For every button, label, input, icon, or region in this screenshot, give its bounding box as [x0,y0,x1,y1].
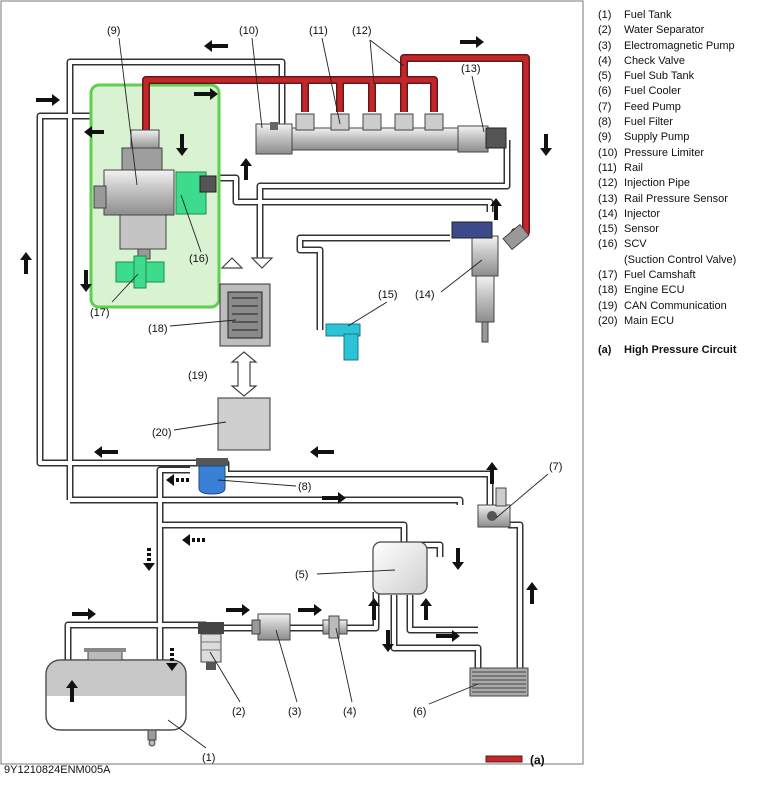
legend-item-5: (5)Fuel Sub Tank [598,70,695,83]
callout-14: (14) [415,289,435,301]
low-pressure-lines [36,58,524,690]
fuel-camshaft [115,255,165,289]
callout-7: (7) [549,461,562,473]
legend-item-13: (13)Rail Pressure Sensor [598,192,728,205]
common-rail [255,113,507,155]
callout-12: (12) [352,25,372,37]
legend-item-8: (8)Fuel Filter [598,116,673,129]
legend-item-16-sub: (Suction Control Valve) [624,253,737,266]
check-valve [322,615,348,639]
leader-lines [111,37,549,749]
fuel-tank [45,648,187,747]
flow-arrows [20,36,552,702]
callout-2: (2) [232,706,245,718]
feed-pump [477,487,511,528]
callout-5: (5) [295,569,308,581]
legend-item-20: (20)Main ECU [598,314,675,327]
legend-item-10: (10)Pressure Limiter [598,146,705,159]
ecu-signal-arrows [220,257,274,269]
callout-13: (13) [461,63,481,75]
legend-item-9: (9)Supply Pump [598,131,690,144]
electromagnetic-pump [251,613,291,641]
legend-item-3: (3)Electromagnetic Pump [598,39,735,52]
legend-item-high-pressure: (a)High Pressure Circuit [598,344,737,357]
fuel-sub-tank [372,541,428,595]
callout-1: (1) [202,752,215,764]
engine-ecu [219,283,271,347]
legend-item-2: (2)Water Separator [598,24,705,37]
callout-20: (20) [152,427,172,439]
dotted-flow-arrows [143,474,205,671]
supply-pump [93,129,175,260]
callout-11: (11) [309,25,328,37]
figure-code: 9Y1210824ENM005A [4,764,111,776]
callout-4: (4) [343,706,356,718]
can-communication-arrow [230,351,258,397]
legend-item-17: (17)Fuel Camshaft [598,269,696,282]
legend-item-4: (4)Check Valve [598,54,685,67]
legend-item-12: (12)Injection Pipe [598,177,691,190]
callout-17: (17) [90,307,110,319]
callout-10: (10) [239,25,259,37]
fuel-filter [196,458,228,495]
legend-panel: (1)Fuel Tank (2)Water Separator (3)Elect… [598,8,756,359]
fuel-cooler [469,667,529,697]
callout-8: (8) [298,481,311,493]
callout-16: (16) [189,253,209,265]
callout-labels: (9) (10) (11) (12) (13) (16) (17) (18) (… [90,25,562,764]
callout-18: (18) [148,323,168,335]
main-ecu [217,397,271,451]
legend-item-15: (15)Sensor [598,223,659,236]
callout-3: (3) [288,706,301,718]
legend-item-6: (6)Fuel Cooler [598,85,681,98]
legend-item-16: (16)SCV [598,238,647,251]
callout-a: (a) [530,753,545,767]
scv-valve [175,171,217,215]
legend-item-7: (7)Feed Pump [598,100,681,113]
legend-item-19: (19)CAN Communication [598,299,727,312]
callout-6: (6) [413,706,426,718]
callout-19: (19) [188,370,208,382]
diagram-frame [0,0,584,765]
callout-15: (15) [378,289,398,301]
injector [451,221,530,343]
water-separator [198,622,224,670]
legend-item-11: (11)Rail [598,161,643,174]
legend-item-1: (1)Fuel Tank [598,9,672,21]
callout-9: (9) [107,25,120,37]
legend-item-14: (14)Injector [598,207,661,220]
high-pressure-swatch: (a) [485,753,545,767]
sensor [325,323,361,361]
legend-item-18: (18)Engine ECU [598,284,685,297]
